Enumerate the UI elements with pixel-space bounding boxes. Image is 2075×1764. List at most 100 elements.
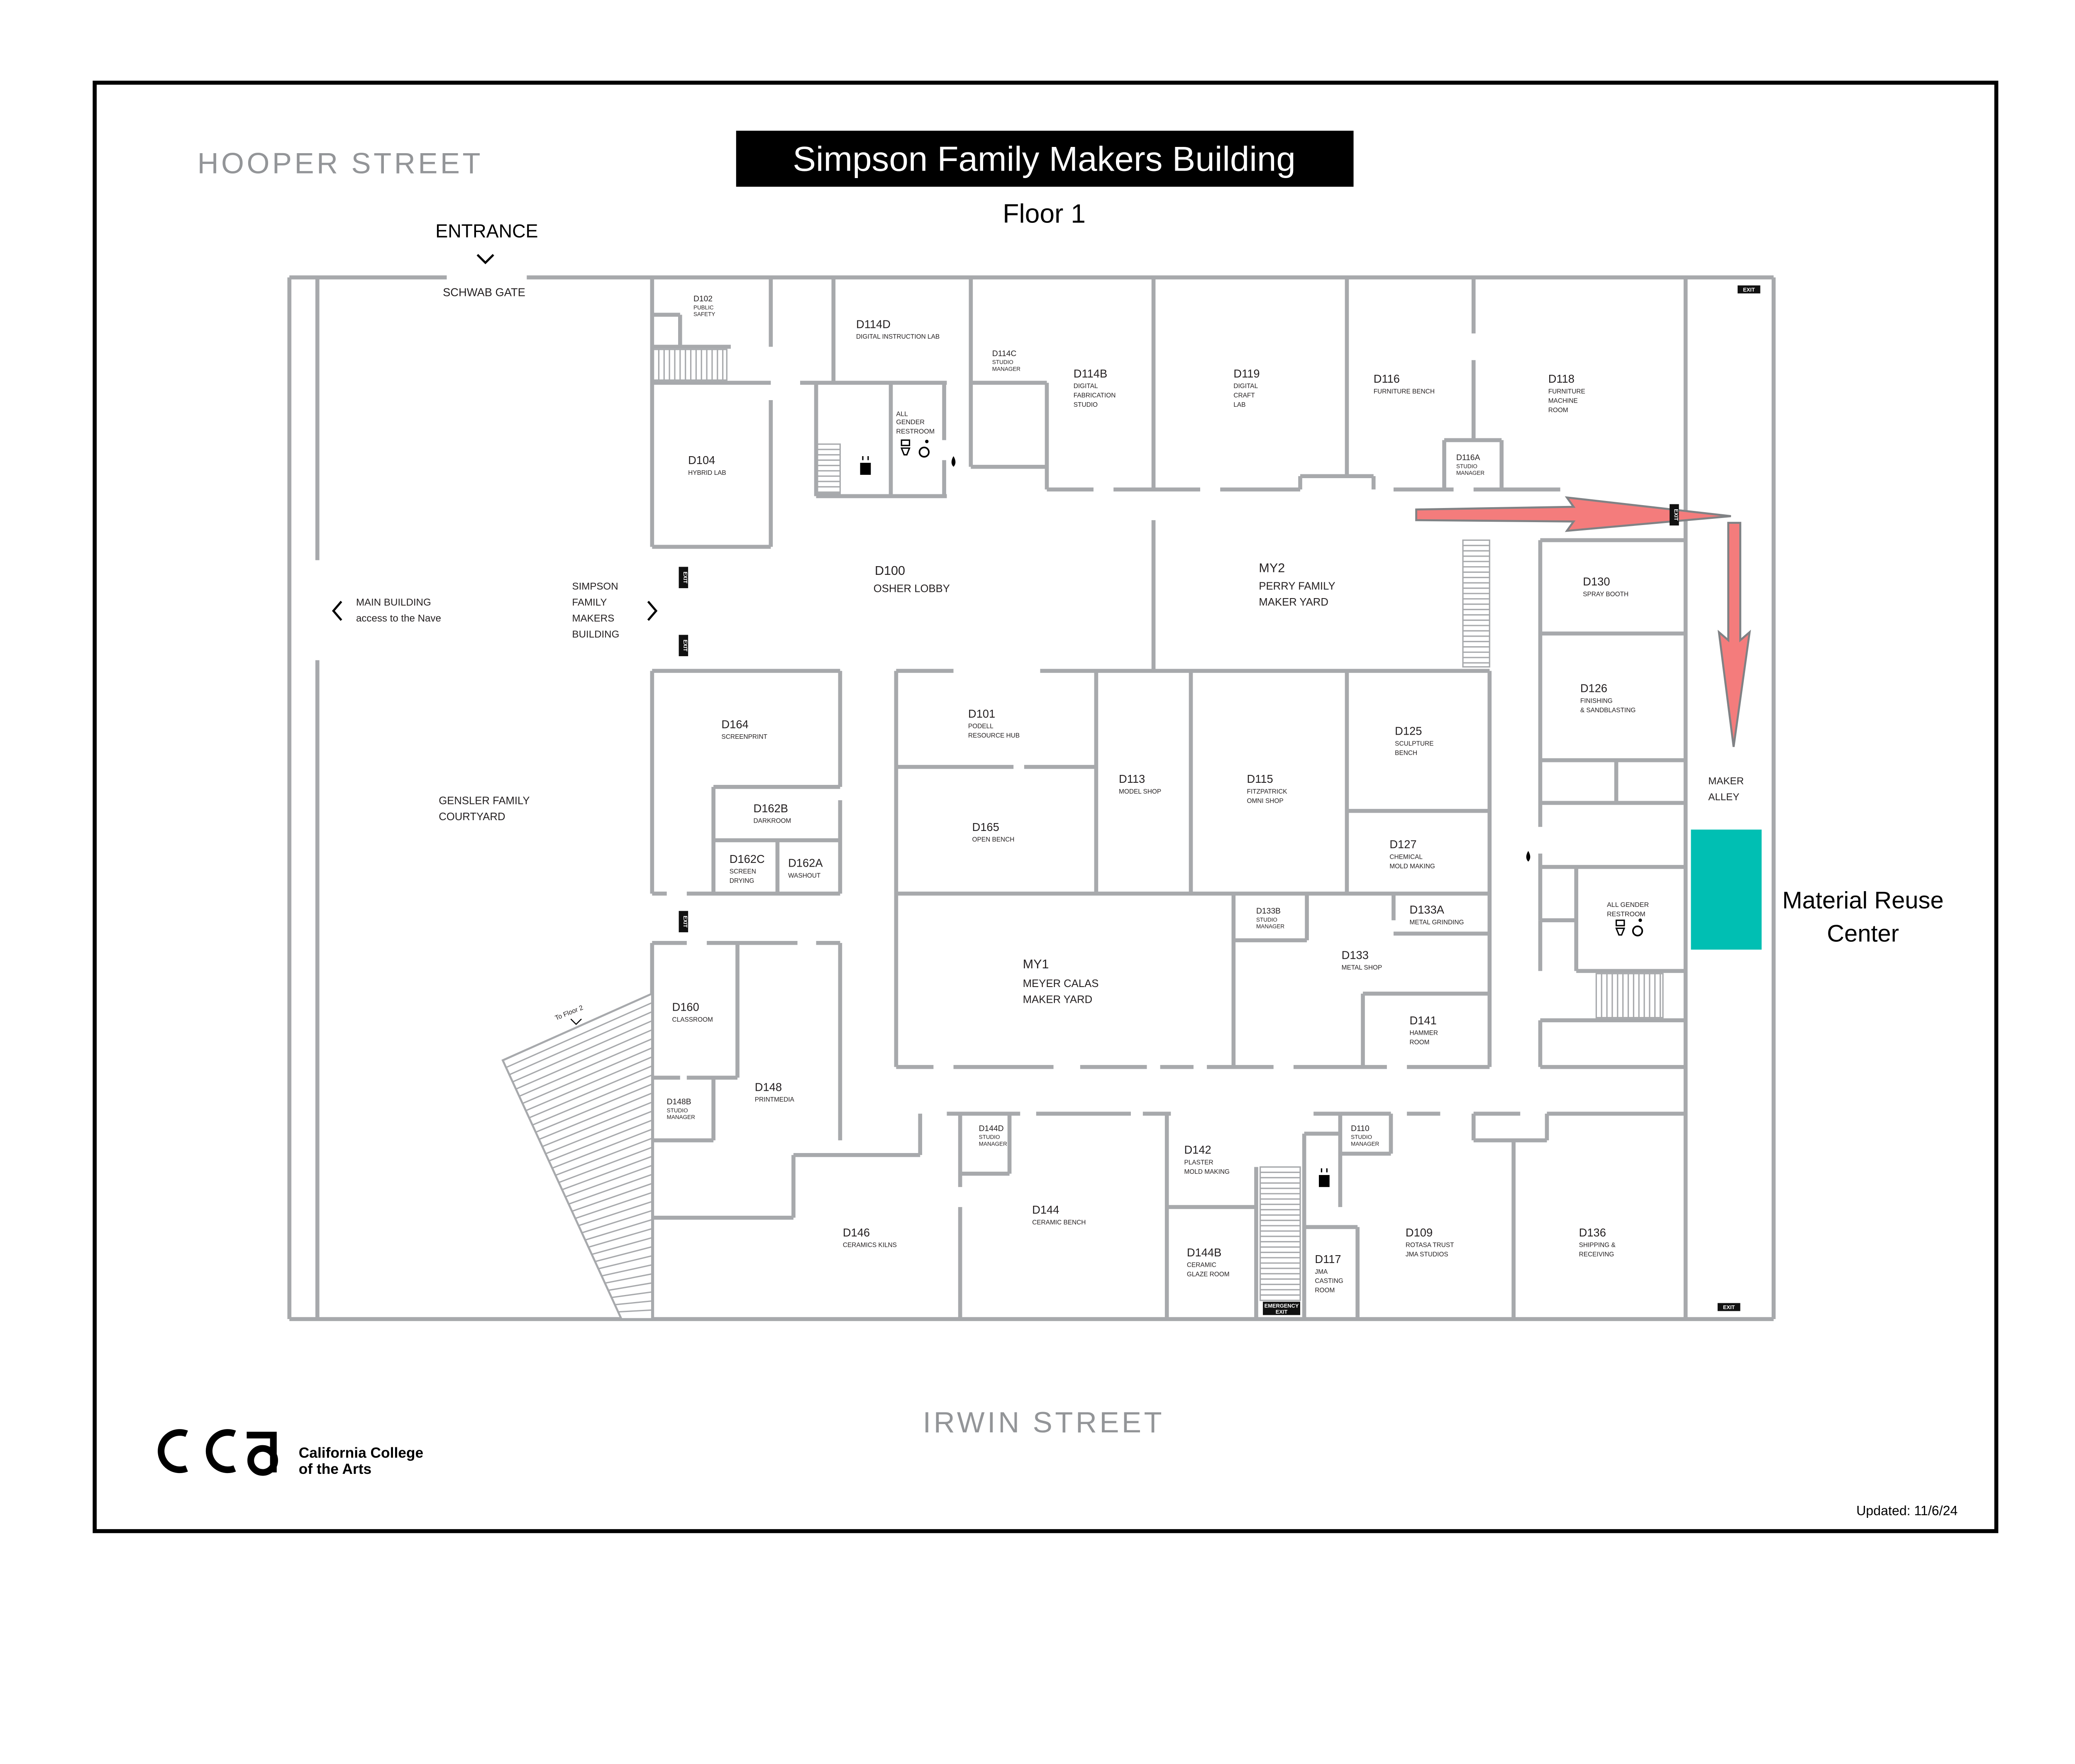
courtyard-label: GENSLER FAMILY bbox=[439, 795, 530, 807]
material-reuse-center-label: Center bbox=[1827, 921, 1899, 947]
stair-tread bbox=[515, 1029, 652, 1090]
room-code: D162B bbox=[754, 802, 788, 815]
floor-label: Floor 1 bbox=[1003, 199, 1086, 229]
material-reuse-center-label: Material Reuse bbox=[1782, 887, 1944, 914]
room-code: D109 bbox=[1406, 1226, 1433, 1239]
svg-text:RESTROOM: RESTROOM bbox=[1607, 911, 1645, 918]
room-name: ROOM bbox=[1410, 1039, 1430, 1046]
room-code: D133A bbox=[1410, 903, 1445, 916]
stair-tread bbox=[595, 1246, 652, 1263]
room-label[interactable]: D162B DARKROOM bbox=[754, 802, 791, 825]
simpson-chevron-right-icon[interactable] bbox=[647, 601, 658, 621]
room-name: DARKROOM bbox=[754, 818, 791, 825]
room-code: D133 bbox=[1342, 948, 1369, 961]
room-name: MANAGER bbox=[992, 366, 1020, 372]
exit-sign: EXIT bbox=[1738, 285, 1760, 293]
stair-tread bbox=[509, 1011, 652, 1075]
stair-tread bbox=[505, 1002, 652, 1068]
water-fountain-icon bbox=[951, 456, 956, 467]
stair bbox=[1260, 1166, 1301, 1301]
room-name: JMA bbox=[1315, 1268, 1328, 1275]
main-building-chevron-left-icon[interactable] bbox=[332, 601, 342, 621]
room-name: SHIPPING & bbox=[1579, 1241, 1616, 1248]
room-code: D114D bbox=[856, 318, 891, 330]
room-code: D144 bbox=[1032, 1203, 1059, 1216]
stair-tread bbox=[565, 1165, 652, 1198]
exit-label: EXIT bbox=[682, 640, 688, 652]
my2-name: MAKER YARD bbox=[1259, 596, 1328, 608]
title-banner bbox=[736, 130, 1354, 187]
lobby-code: D100 bbox=[875, 564, 905, 578]
svg-text:of the Arts: of the Arts bbox=[299, 1461, 371, 1477]
stair-tread bbox=[525, 1056, 652, 1112]
page-title: Simpson Family Makers Building bbox=[793, 139, 1296, 178]
room-name: FITZPATRICK bbox=[1247, 788, 1287, 795]
emergency-exit-sign: EMERGENCY EXIT bbox=[1263, 1302, 1301, 1315]
material-reuse-center-area[interactable] bbox=[1691, 829, 1762, 950]
exit-route-arrow-south bbox=[1717, 522, 1751, 747]
stair-tread bbox=[615, 1300, 652, 1305]
room-name: FURNITURE BENCH bbox=[1374, 388, 1435, 395]
room-code: D148 bbox=[755, 1081, 782, 1094]
room-name: STUDIO bbox=[1074, 401, 1098, 408]
exit-label: EXIT bbox=[1723, 1304, 1735, 1310]
svg-text:ALL GENDER: ALL GENDER bbox=[1607, 901, 1649, 909]
north-street-label: HOOPER STREET bbox=[198, 147, 483, 180]
room-name: SCULPTURE bbox=[1395, 740, 1433, 747]
stair-tread bbox=[545, 1110, 652, 1155]
room-name: MOLD MAKING bbox=[1184, 1168, 1230, 1175]
entrance-chevron-icon bbox=[476, 254, 494, 264]
stair-tread bbox=[529, 1065, 652, 1119]
stair-tread bbox=[575, 1192, 652, 1219]
exit-sign: EXIT bbox=[1717, 1303, 1741, 1311]
room-name: STUDIO bbox=[992, 359, 1013, 365]
room-name: DIGITAL bbox=[1074, 383, 1098, 390]
svg-text:EMERGENCY: EMERGENCY bbox=[1265, 1303, 1299, 1309]
elevator-icon bbox=[860, 456, 871, 475]
exit-route-arrow-east bbox=[1415, 496, 1731, 532]
my1-name: MAKER YARD bbox=[1023, 994, 1092, 1005]
room-name: HAMMER bbox=[1410, 1030, 1438, 1037]
stairs-to-floor-2[interactable] bbox=[501, 992, 653, 1320]
exit-sign: EXIT bbox=[679, 635, 688, 656]
room-name: SCREEN bbox=[730, 868, 756, 875]
updated-date: Updated: 11/6/24 bbox=[1856, 1503, 1958, 1518]
exit-label: EXIT bbox=[682, 572, 688, 584]
